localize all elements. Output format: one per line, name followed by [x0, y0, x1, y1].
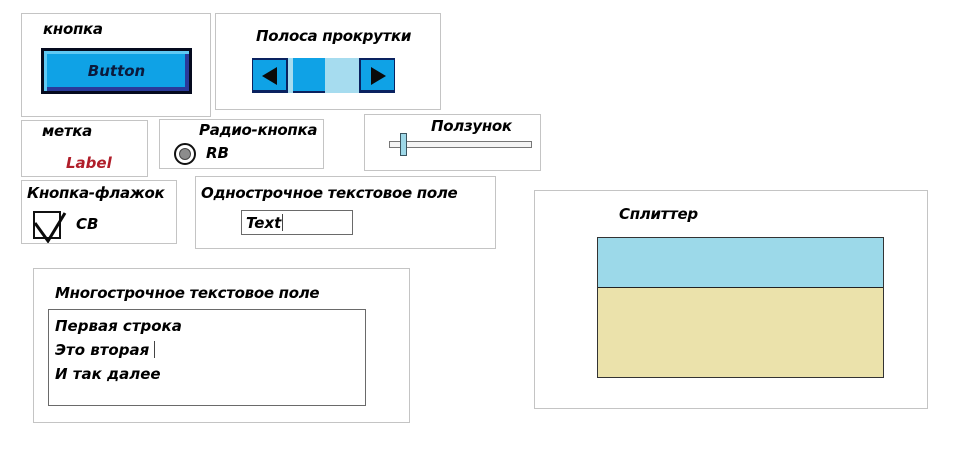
- demo-label: Label: [66, 154, 112, 172]
- text-cursor: [154, 341, 156, 358]
- checkbox-panel: Кнопка-флажок CB: [21, 180, 177, 244]
- scroll-track-start: [288, 58, 293, 93]
- radio-label: RB: [206, 144, 229, 162]
- checkbox[interactable]: [33, 211, 67, 243]
- scroll-track[interactable]: [288, 58, 359, 93]
- slider-panel-title: Ползунок: [431, 117, 512, 135]
- scroll-right-button[interactable]: [359, 58, 395, 93]
- checkmark-icon: [33, 212, 67, 243]
- textarea-line-text: Это вторая: [55, 341, 150, 359]
- radio-selected-dot: [179, 148, 191, 160]
- checkbox-panel-title: Кнопка-флажок: [27, 184, 165, 202]
- textarea-panel-title: Многострочное текстовое поле: [55, 284, 320, 302]
- radio-panel-title: Радио-кнопка: [199, 121, 318, 139]
- textarea-line: Первая строка: [55, 317, 182, 335]
- textarea-panel: Многострочное текстовое поле Первая стро…: [33, 268, 410, 423]
- splitter-panel: Сплиттер: [534, 190, 928, 409]
- slider-track[interactable]: [389, 141, 532, 148]
- demo-button[interactable]: Button: [41, 48, 192, 94]
- splitter-bottom-pane: [598, 288, 883, 377]
- textfield-panel: Однострочное текстовое поле Text: [195, 176, 496, 249]
- scrollbar-panel: Полоса прокрутки: [215, 13, 441, 110]
- scroll-thumb[interactable]: [293, 58, 325, 93]
- button-panel: кнопка Button: [21, 13, 211, 117]
- textarea-line: И так далее: [55, 365, 161, 383]
- slider-thumb[interactable]: [399, 133, 407, 156]
- scroll-left-button[interactable]: [252, 58, 288, 93]
- scrollbar-panel-title: Полоса прокрутки: [256, 27, 412, 45]
- splitter: [597, 237, 884, 378]
- checkbox-label: CB: [76, 215, 99, 233]
- textfield-panel-title: Однострочное текстовое поле: [201, 184, 458, 202]
- triangle-left-icon: [262, 67, 277, 85]
- label-panel: метка Label: [21, 120, 148, 177]
- splitter-panel-title: Сплиттер: [619, 205, 698, 223]
- radio-button[interactable]: [174, 143, 196, 165]
- scroll-track-rest[interactable]: [325, 58, 359, 93]
- text-cursor: [282, 214, 284, 231]
- single-line-text-input[interactable]: Text: [241, 210, 353, 235]
- textarea-line: Это вторая: [55, 338, 359, 362]
- text-input-value: Text: [246, 214, 282, 232]
- scrollbar[interactable]: [252, 58, 395, 93]
- button-panel-title: кнопка: [43, 20, 103, 38]
- splitter-top-pane: [598, 238, 883, 288]
- slider-panel: Ползунок: [364, 114, 541, 171]
- multi-line-text-input[interactable]: Первая строка Это вторая И так далее: [48, 309, 366, 406]
- triangle-right-icon: [371, 67, 386, 85]
- radio-panel: Радио-кнопка RB: [159, 119, 324, 169]
- label-panel-title: метка: [42, 122, 92, 140]
